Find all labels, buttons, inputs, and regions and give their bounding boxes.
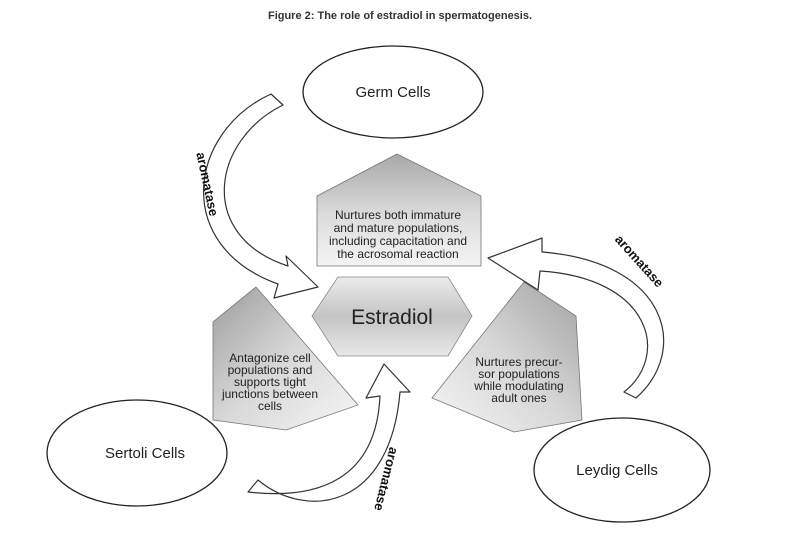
germ-description-box: [316, 153, 482, 267]
leydig-description-line-2: sor populations: [478, 367, 559, 381]
germ-description-line-3: including capacitation and: [329, 234, 467, 248]
arrow-germ-to-estradiol: [203, 93, 319, 299]
leydig-cells-label: Leydig Cells: [576, 462, 658, 479]
sertoli-description-line-5: cells: [258, 399, 282, 413]
sertoli-description-line-2: populations and: [228, 363, 313, 377]
germ-description-line-4: the acrosomal reaction: [337, 247, 458, 261]
leydig-cells-node: [533, 417, 711, 523]
sertoli-cells-label: Sertoli Cells: [105, 445, 185, 462]
sertoli-description-box: [212, 286, 359, 431]
estradiol-label: Estradiol: [351, 306, 433, 329]
germ-description-line-2: and mature populations,: [334, 221, 463, 235]
leydig-description-line-1: Nurtures precur-: [475, 355, 562, 369]
leydig-description-line-4: adult ones: [491, 391, 546, 405]
leydig-description-box: [431, 281, 583, 433]
sertoli-description-line-4: junctions between: [221, 387, 318, 401]
figure-title: Figure 2: The role of estradiol in sperm…: [267, 10, 533, 22]
sertoli-description-line-3: supports tight: [234, 375, 307, 389]
arrow-leydig-to-estradiol: [487, 237, 665, 399]
leydig-description-line-3: while modulating: [473, 379, 563, 393]
sertoli-cells-node: [46, 399, 228, 507]
germ-cells-label: Germ Cells: [355, 84, 430, 101]
arrow-sertoli-to-estradiol: [247, 363, 411, 502]
germ-cells-node: [302, 45, 484, 139]
sertoli-description-line-1: Antagonize cell: [229, 351, 310, 365]
germ-description-line-1: Nurtures both immature: [335, 208, 461, 222]
estradiol-node: [311, 276, 473, 357]
